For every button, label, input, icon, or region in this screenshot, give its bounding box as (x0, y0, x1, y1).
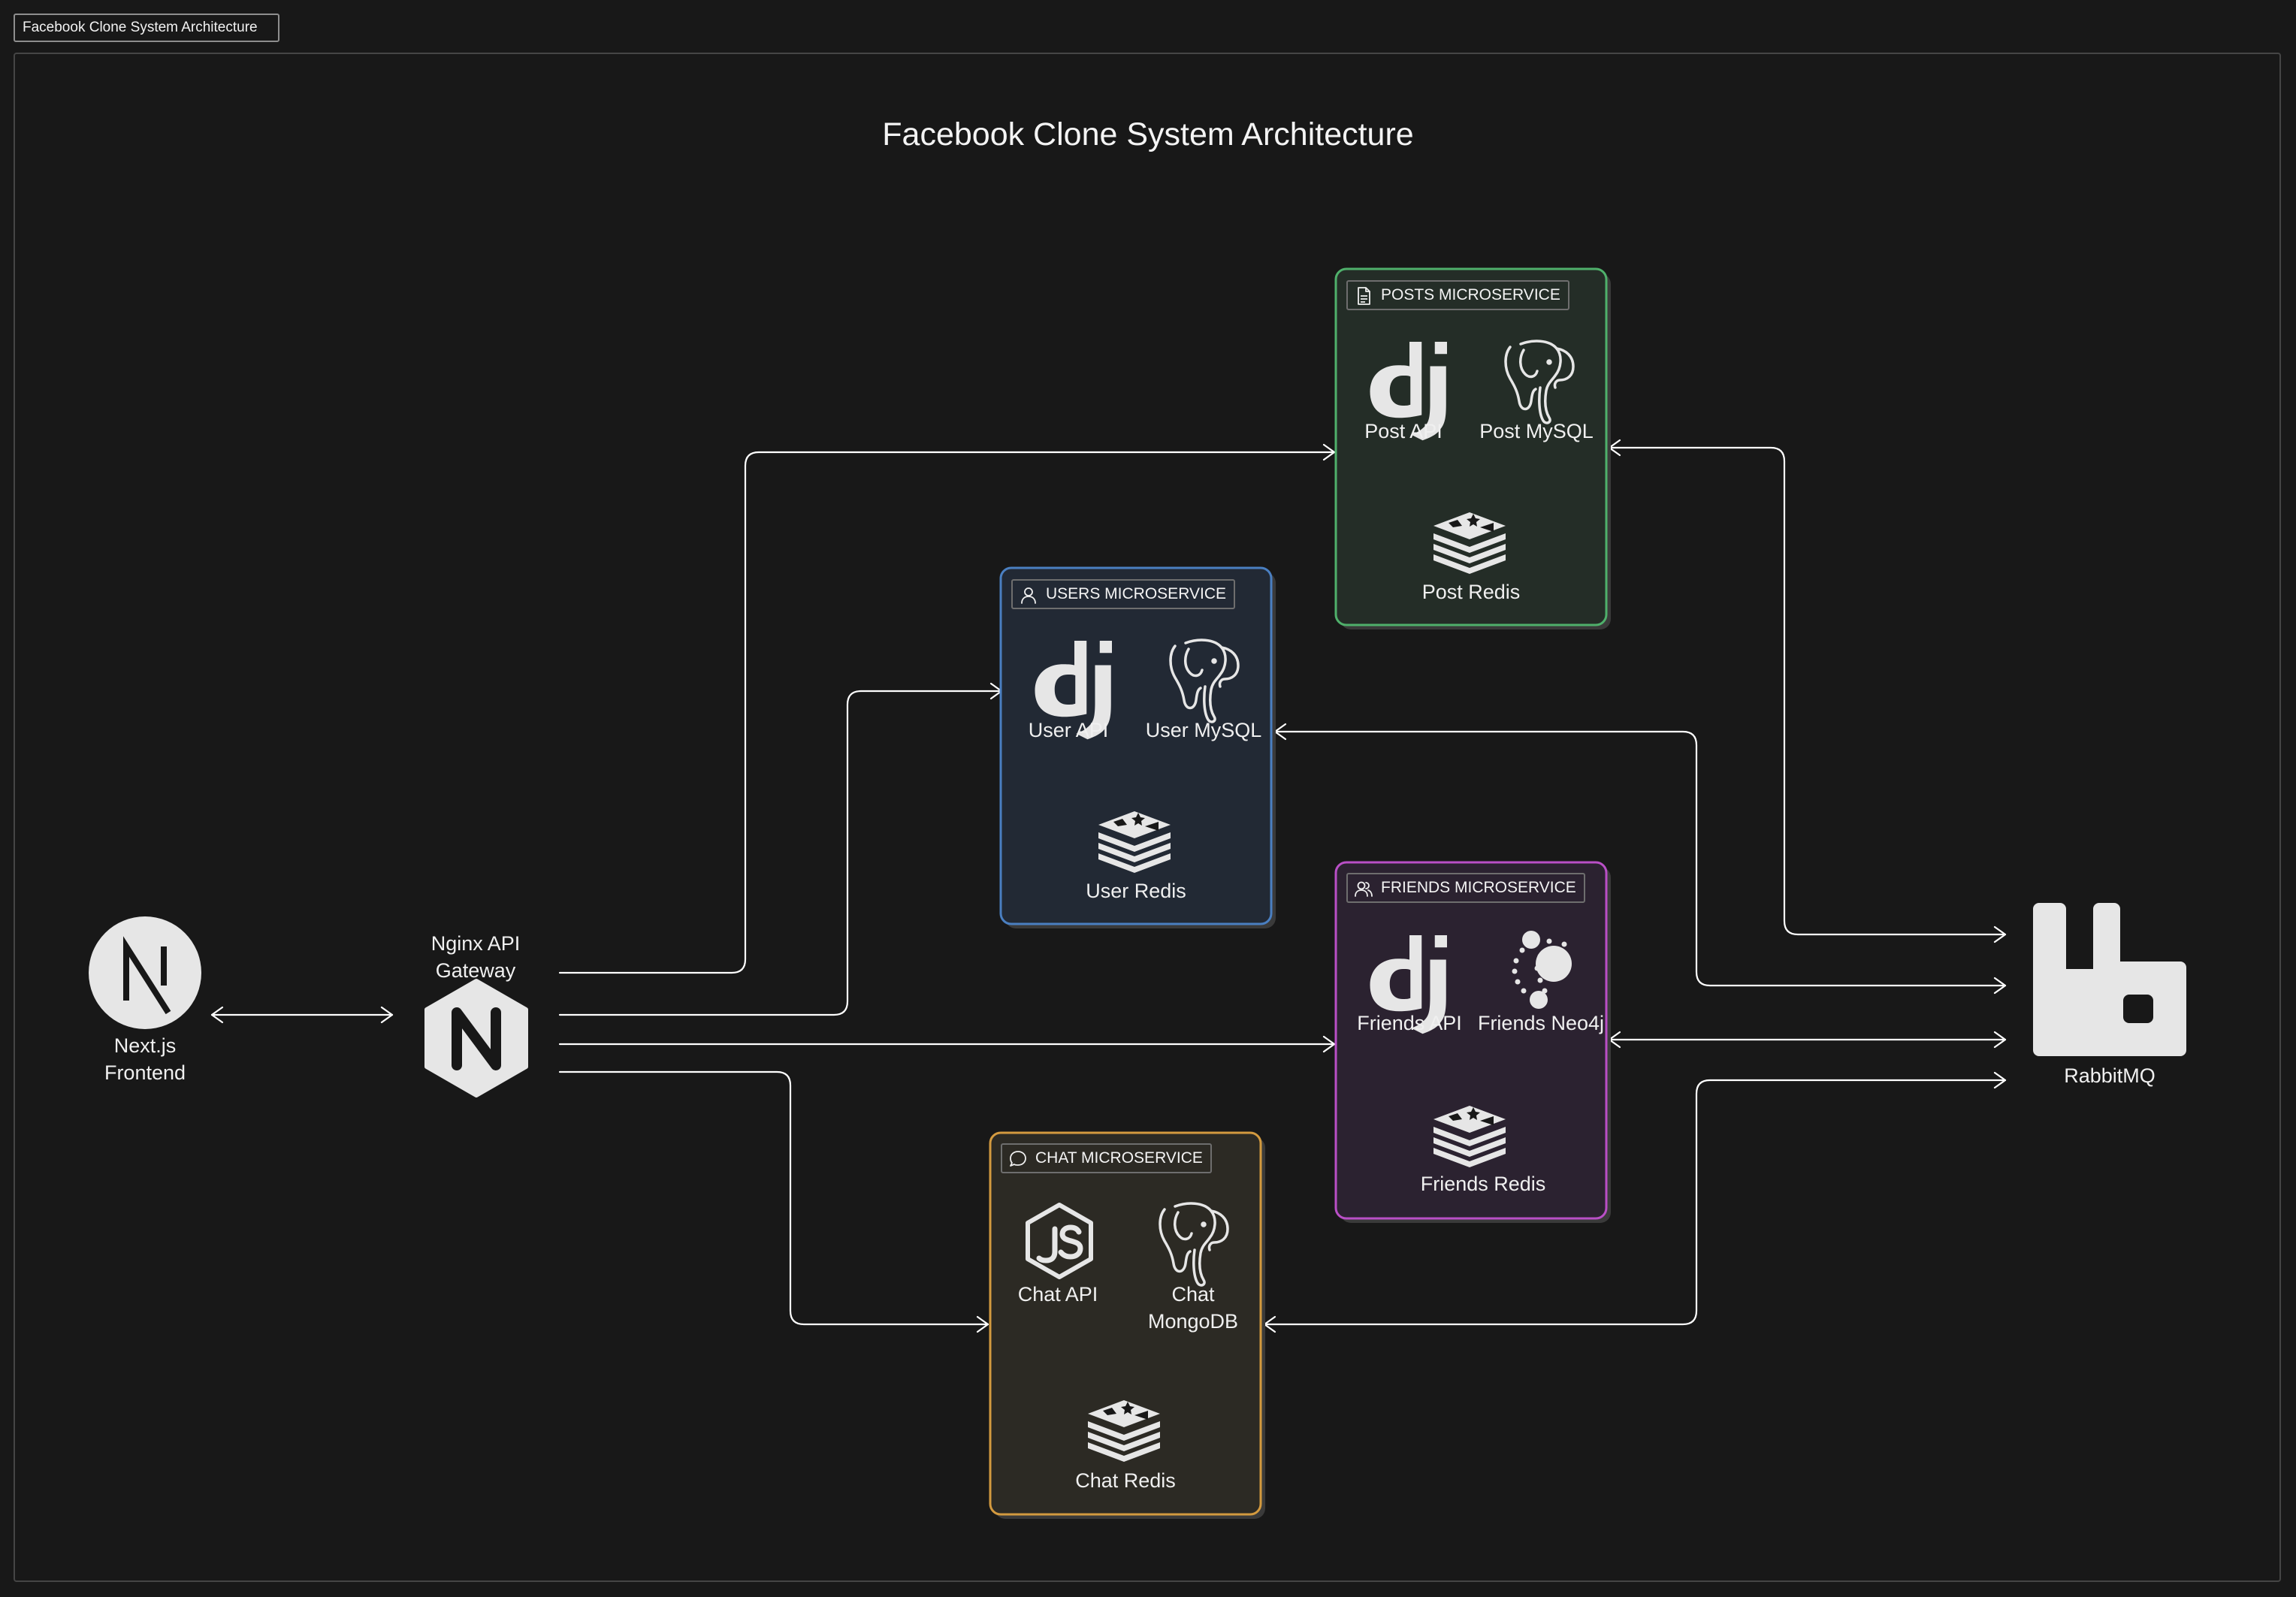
edge-frontend-gateway (210, 1006, 394, 1024)
group-tag-posts-label: POSTS MICROSERVICE (1381, 286, 1560, 303)
edge-posts-rabbitmq (1608, 439, 2007, 943)
nextjs-icon (89, 916, 201, 1029)
chat-db-label-line2: MongoDB (1147, 1310, 1239, 1333)
group-tag-users: USERS MICROSERVICE (1011, 579, 1235, 609)
chat-db-label: Chat MongoDB (1130, 1281, 1256, 1335)
group-tag-friends-label: FRIENDS MICROSERVICE (1381, 879, 1576, 896)
chat-cache-label: Chat Redis (1075, 1469, 1176, 1492)
chat-bubble-icon (1010, 1151, 1026, 1167)
canvas-frame (14, 53, 2281, 1582)
gateway-label: Nginx API Gateway (404, 930, 547, 984)
group-tag-chat-label: CHAT MICROSERVICE (1035, 1149, 1203, 1167)
friends-db-label: Friends Neo4j (1477, 1012, 1605, 1034)
group-tag-friends: FRIENDS MICROSERVICE (1346, 873, 1585, 903)
gateway-label-line1: Nginx API (430, 932, 521, 955)
group-tag-users-label: USERS MICROSERVICE (1046, 585, 1226, 602)
edge-gateway-users (558, 682, 1003, 1016)
frontend-label: Next.js Frontend (74, 1032, 216, 1086)
users-cache-label: User Redis (1086, 880, 1186, 902)
users-db-label: User MySQL (1145, 719, 1262, 741)
friends-api-label: Friends API (1357, 1012, 1462, 1034)
gateway-label-line2: Gateway (435, 959, 516, 982)
group-tag-chat: CHAT MICROSERVICE (1001, 1143, 1212, 1173)
friends-cache-label: Friends Redis (1420, 1173, 1546, 1195)
group-posts-box (1334, 267, 1611, 629)
users-icon (1355, 881, 1373, 897)
edge-gateway-posts (558, 443, 1336, 974)
edge-friends-rabbitmq (1608, 1031, 2007, 1049)
frontend-label-line1: Next.js (113, 1034, 177, 1057)
chat-api-label: Chat API (1017, 1283, 1098, 1306)
posts-db-label: Post MySQL (1479, 420, 1594, 442)
document-icon (1358, 287, 1370, 305)
rabbitmq-label: RabbitMQ (2064, 1064, 2156, 1087)
edge-gateway-friends (558, 1035, 1336, 1053)
edge-gateway-chat (558, 1070, 989, 1333)
posts-api-label: Post API (1364, 420, 1443, 442)
group-friends-box (1334, 861, 1611, 1223)
nginx-icon (424, 979, 528, 1097)
rabbitmq-icon (2033, 903, 2186, 1056)
diagram-title: Facebook Clone System Architecture (882, 116, 1414, 152)
frontend-label-line2: Frontend (104, 1061, 186, 1084)
user-icon (1021, 587, 1036, 604)
chat-db-label-line1: Chat (1171, 1283, 1215, 1306)
page-tab[interactable]: Facebook Clone System Architecture (14, 14, 279, 42)
group-tag-posts: POSTS MICROSERVICE (1346, 280, 1569, 310)
posts-cache-label: Post Redis (1421, 581, 1521, 603)
users-api-label: User API (1028, 719, 1109, 741)
group-users-box (999, 566, 1276, 928)
